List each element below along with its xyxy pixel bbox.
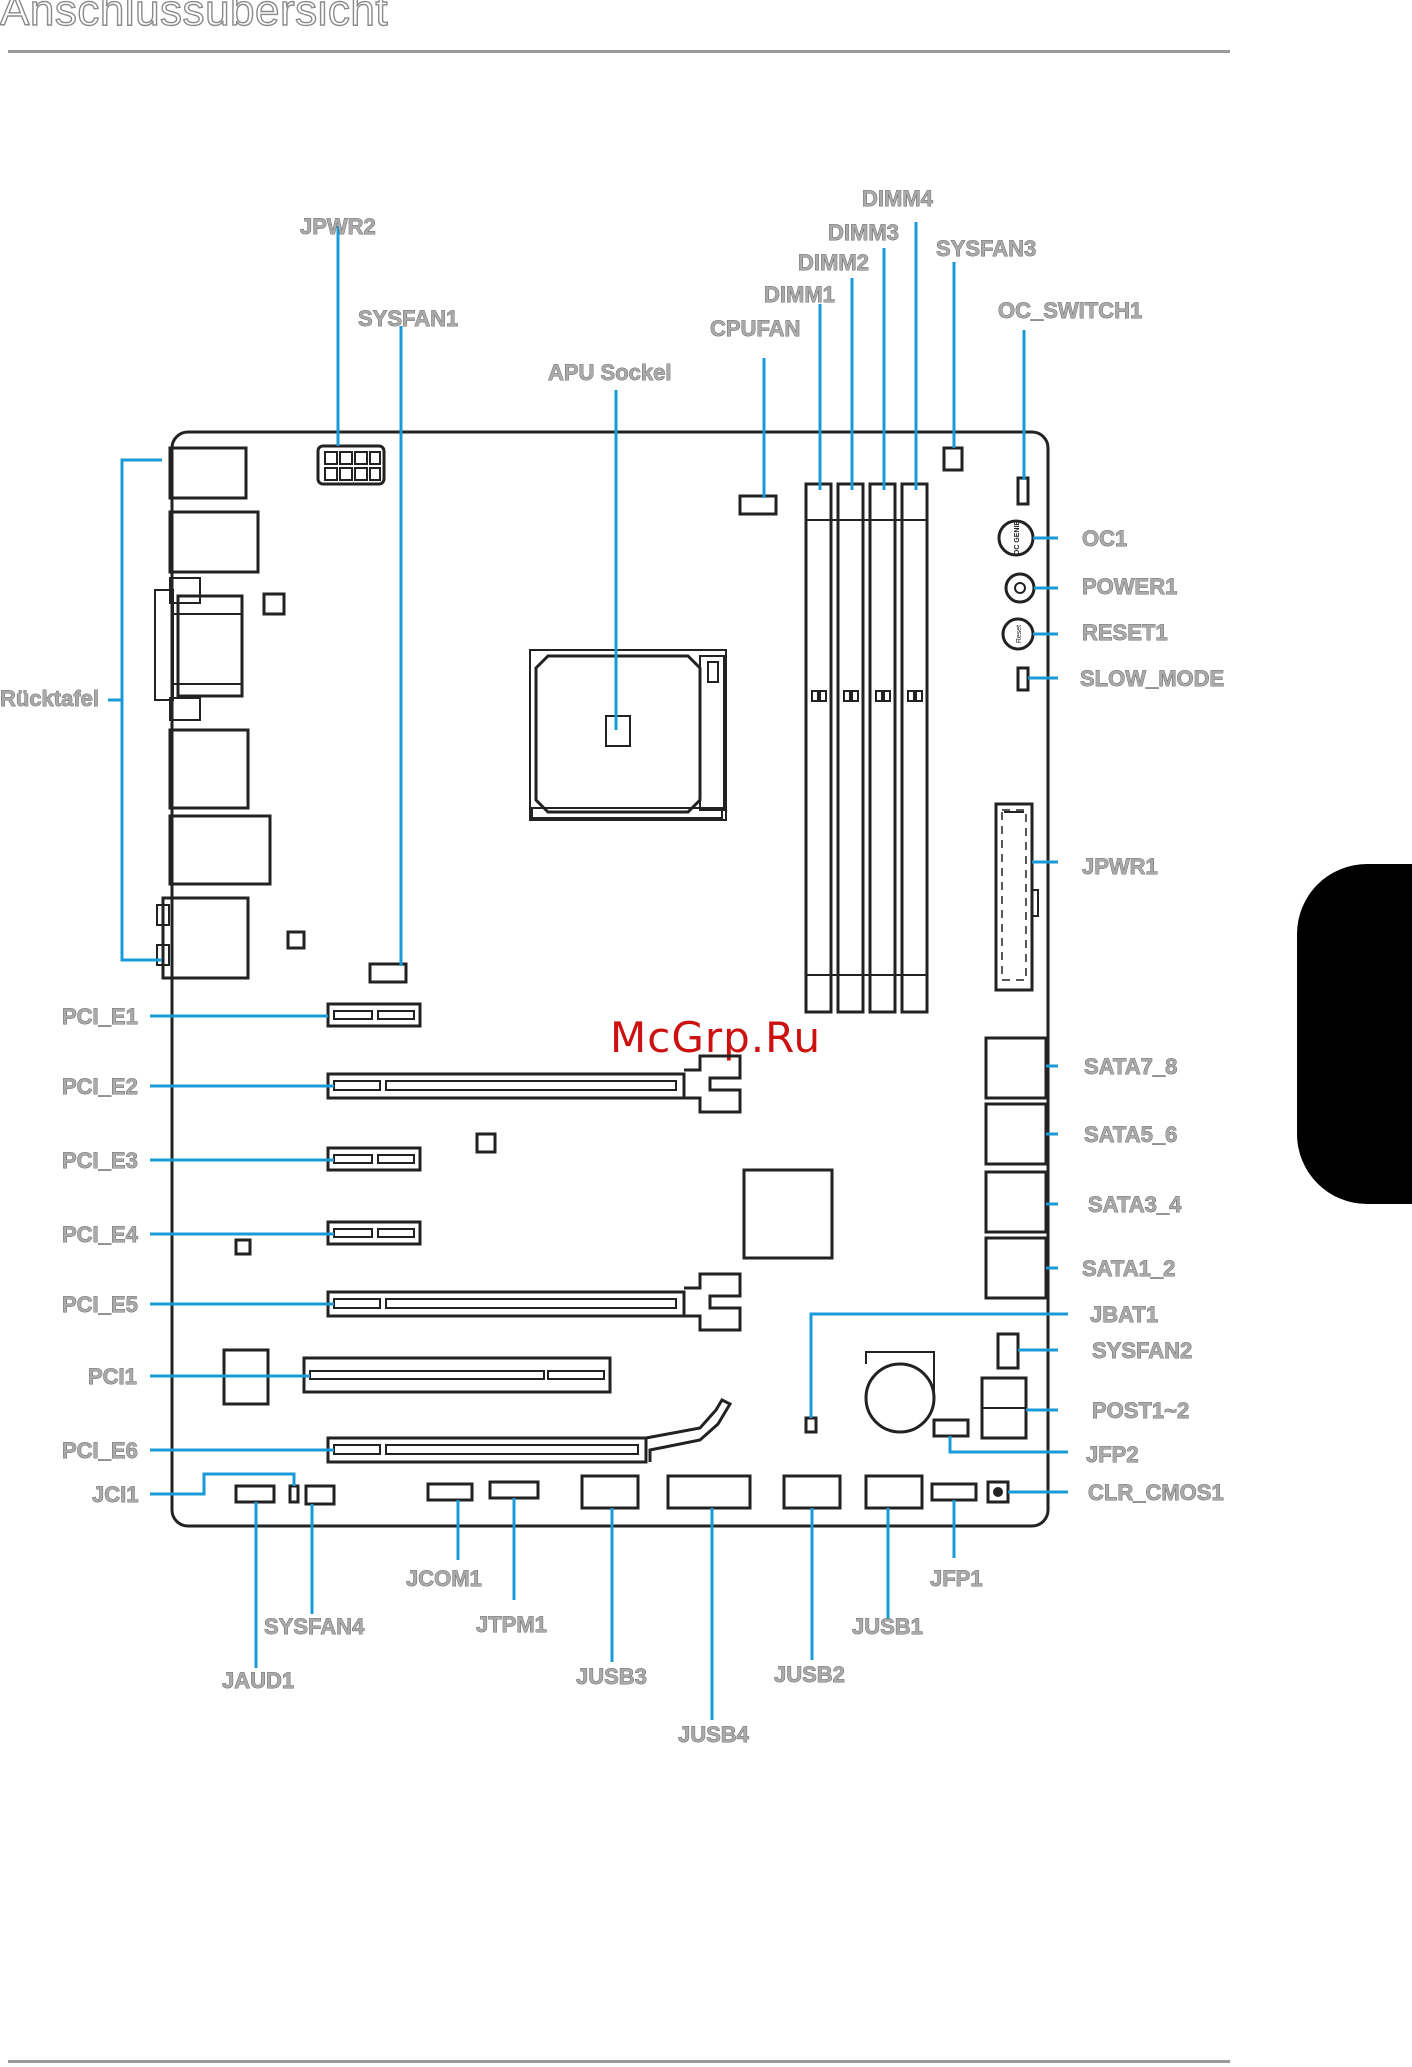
label-sysfan4: SYSFAN4 <box>264 1614 365 1639</box>
label-dimm4: DIMM4 <box>862 186 934 211</box>
label-jpwr1: JPWR1 <box>1082 854 1158 879</box>
jbat1-jumper <box>804 1416 818 1434</box>
pci-e4-slot <box>326 1220 422 1246</box>
power-icon <box>1014 582 1026 594</box>
label-post1-2: POST1~2 <box>1092 1398 1189 1423</box>
label-dimm3: DIMM3 <box>828 220 899 245</box>
label-dimm1: DIMM1 <box>764 282 835 307</box>
label-sysfan2: SYSFAN2 <box>1092 1338 1192 1363</box>
pci-e5-slot <box>326 1272 742 1332</box>
jfp2-header <box>932 1418 970 1438</box>
label-jusb3: JUSB3 <box>576 1664 647 1689</box>
label-sata1-2: SATA1_2 <box>1082 1256 1175 1281</box>
label-jfp1: JFP1 <box>930 1566 983 1591</box>
label-pci-e5: PCI_E5 <box>62 1292 138 1317</box>
label-jusb2: JUSB2 <box>774 1662 845 1687</box>
label-dimm2: DIMM2 <box>798 250 869 275</box>
jtpm1-header <box>488 1480 540 1500</box>
label-oc1: OC1 <box>1082 526 1127 551</box>
label-jpwr2: JPWR2 <box>300 214 376 239</box>
component-square <box>262 592 286 616</box>
cmos-battery <box>864 1362 936 1434</box>
pci1-slot <box>302 1356 612 1394</box>
jci1-header <box>288 1484 300 1504</box>
component-square <box>286 930 306 950</box>
jfp1-header <box>930 1482 978 1502</box>
label-jusb4: JUSB4 <box>678 1722 750 1747</box>
pci-e1-slot <box>326 1002 422 1028</box>
callout-lines <box>108 222 1068 1720</box>
component-square <box>475 1132 497 1154</box>
jusb1-header <box>864 1474 924 1510</box>
component-labels: JPWR2 SYSFAN1 APU Sockel CPUFAN DIMM1 DI… <box>0 186 1225 1748</box>
sysfan1-header <box>368 962 408 984</box>
label-jtpm1: JTPM1 <box>476 1612 547 1637</box>
dimm-slots <box>804 482 929 1014</box>
watermark: McGrp.Ru <box>610 1013 822 1062</box>
label-apu-socket: APU Sockel <box>548 360 672 385</box>
sata5-6-port <box>984 1102 1048 1166</box>
chapter-tab <box>1297 864 1412 1204</box>
label-sata7-8: SATA7_8 <box>1084 1054 1177 1079</box>
jpwr1-connector <box>994 802 1039 992</box>
pci-e3-slot <box>326 1146 422 1172</box>
label-sata5-6: SATA5_6 <box>1084 1122 1177 1147</box>
label-jaud1: JAUD1 <box>222 1668 294 1693</box>
sata3-4-port <box>984 1170 1048 1234</box>
jcom1-header <box>426 1482 474 1502</box>
jpwr2-connector <box>316 444 386 486</box>
footer-divider <box>8 2060 1230 2063</box>
apu-socket <box>529 649 727 821</box>
label-pci-e3: PCI_E3 <box>62 1148 138 1173</box>
label-reset1: RESET1 <box>1082 620 1168 645</box>
rear-panel <box>154 446 272 980</box>
label-slow-mode: SLOW_MODE <box>1080 666 1224 691</box>
power1-button <box>1004 572 1036 604</box>
label-sysfan3: SYSFAN3 <box>936 236 1036 261</box>
oc-switch1 <box>1016 476 1030 506</box>
pci-e2-slot <box>326 1054 742 1114</box>
label-pci-e1: PCI_E1 <box>62 1004 138 1029</box>
label-pci-e2: PCI_E2 <box>62 1074 138 1099</box>
pci-e6-slot <box>326 1398 733 1464</box>
component-square <box>234 1238 252 1256</box>
slow-mode-switch <box>1016 666 1030 692</box>
label-pci1: PCI1 <box>88 1364 137 1389</box>
sata1-2-port <box>984 1236 1048 1300</box>
title-divider <box>8 50 1230 53</box>
jusb3-header <box>580 1474 640 1510</box>
label-power1: POWER1 <box>1082 574 1177 599</box>
label-cpufan: CPUFAN <box>710 316 800 341</box>
label-jci1: JCI1 <box>92 1482 138 1507</box>
page-title: Anschlussübersicht <box>0 0 389 36</box>
label-pci-e4: PCI_E4 <box>62 1222 139 1247</box>
sysfan2-header <box>996 1332 1020 1370</box>
label-jbat1: JBAT1 <box>1090 1302 1158 1327</box>
label-oc-switch1: OC_SWITCH1 <box>998 298 1142 323</box>
jusb4-header <box>666 1474 752 1510</box>
label-jcom1: JCOM1 <box>406 1566 482 1591</box>
chipset <box>742 1168 834 1260</box>
label-jfp2: JFP2 <box>1086 1442 1139 1467</box>
jaud1-header <box>234 1484 276 1504</box>
label-clr-cmos1: CLR_CMOS1 <box>1088 1480 1224 1505</box>
label-pci-e6: PCI_E6 <box>62 1438 138 1463</box>
oc1-button-text: OC GENIE <box>1014 521 1021 556</box>
jusb2-header <box>782 1474 842 1510</box>
label-sysfan1: SYSFAN1 <box>358 306 458 331</box>
label-sata3-4: SATA3_4 <box>1088 1192 1182 1217</box>
reset1-button-text: Reset <box>1016 625 1023 643</box>
label-jusb1: JUSB1 <box>852 1614 923 1639</box>
label-ruecktafel: Rücktafel <box>0 686 99 711</box>
sysfan3-header <box>942 446 964 472</box>
cpufan-header <box>738 494 778 516</box>
clr-cmos1-dot <box>993 1487 1003 1497</box>
sata7-8-port <box>984 1036 1048 1100</box>
sysfan4-header <box>304 1484 336 1506</box>
